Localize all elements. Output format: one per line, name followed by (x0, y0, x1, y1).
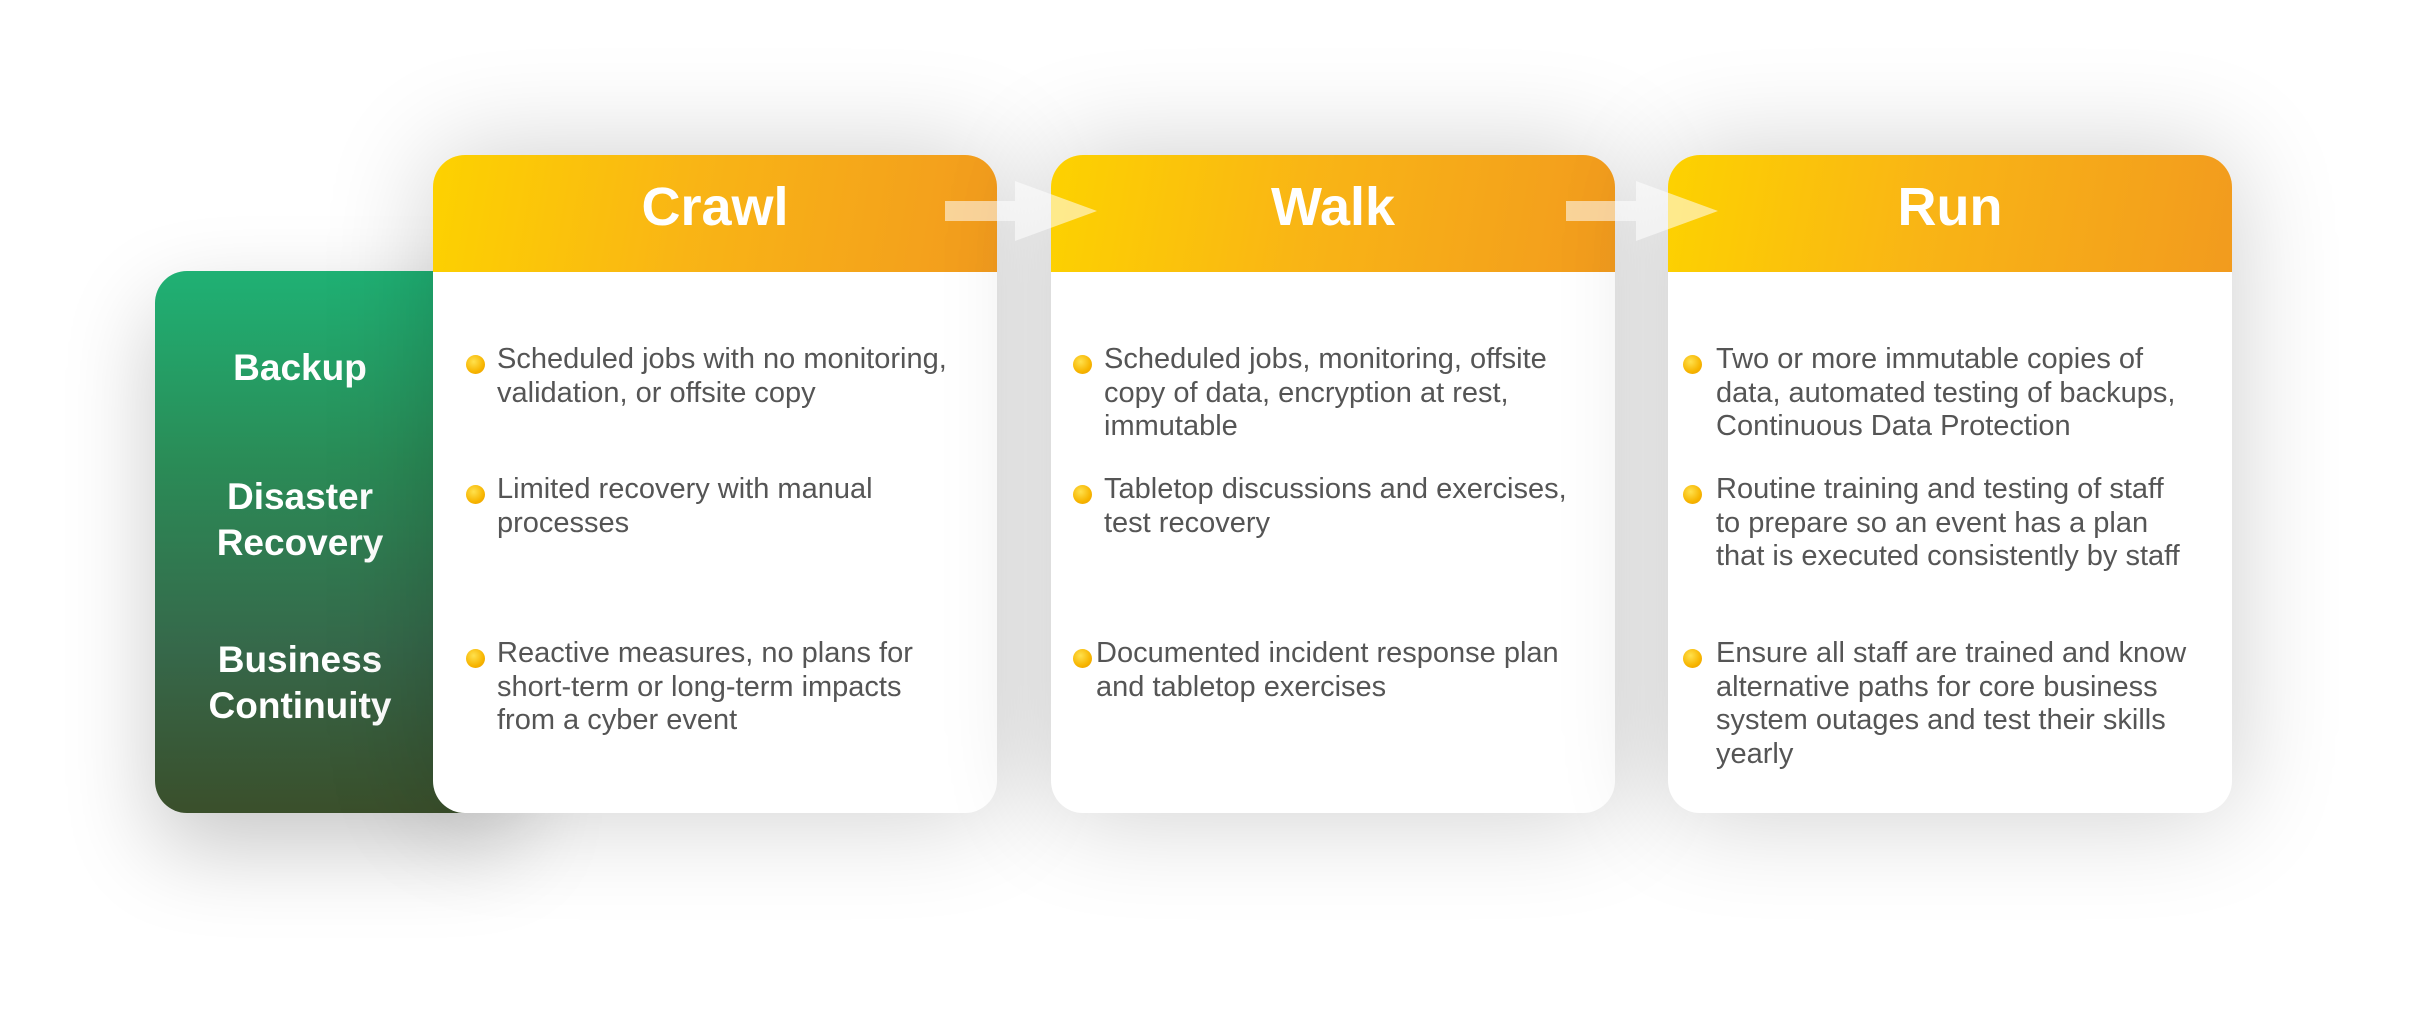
stage-title-walk: Walk (1270, 177, 1396, 237)
stage-title-crawl: Crawl (641, 177, 789, 237)
bullet-dot-icon (466, 355, 485, 374)
bullet-dot-icon (1683, 649, 1702, 668)
walk-business-continuity-text: Documented incident response plan and ta… (1096, 637, 1559, 703)
bullet-dot-icon (1073, 649, 1092, 668)
walk-disaster-recovery-text: Tabletop discussions and exercises, test… (1104, 473, 1567, 539)
crawl-disaster-recovery-text: Limited recovery with manual processes (497, 473, 873, 539)
run-backup-text: Two or more immutable copies of data, au… (1716, 343, 2176, 442)
bullet-dot-icon (466, 649, 485, 668)
row-label-business-continuity: Business Continuity (208, 639, 392, 726)
run-disaster-recovery-text: Routine training and testing of staff to… (1716, 473, 2180, 572)
bullet-dot-icon (1683, 355, 1702, 374)
arrow-right-icon (945, 181, 1097, 241)
bullet-dot-icon (1073, 355, 1092, 374)
stage-header-crawl: Crawl (433, 155, 997, 272)
arrow-right-icon (1566, 181, 1718, 241)
walk-backup-text: Scheduled jobs, monitoring, offsite copy… (1104, 343, 1547, 442)
crawl-business-continuity-text: Reactive measures, no plans for short-te… (497, 637, 913, 736)
stage-card-walk: Walk Scheduled jobs, monitoring, offsite… (1051, 155, 1615, 813)
row-label-backup: Backup (233, 347, 367, 388)
bullet-dot-icon (466, 485, 485, 504)
stage-card-crawl: Crawl Scheduled jobs with no monitoring,… (433, 155, 997, 813)
stage-header-walk: Walk (1051, 155, 1615, 272)
bullet-dot-icon (1073, 485, 1092, 504)
row-label-disaster-recovery: Disaster Recovery (216, 476, 384, 563)
run-business-continuity-text: Ensure all staff are trained and know al… (1716, 637, 2187, 770)
bullet-dot-icon (1683, 485, 1702, 504)
crawl-backup-text: Scheduled jobs with no monitoring, valid… (497, 343, 947, 409)
stage-title-run: Run (1897, 177, 2003, 237)
stage-header-run: Run (1668, 155, 2232, 272)
stage-card-run: Run Two or more immutable copies of data… (1668, 155, 2232, 813)
